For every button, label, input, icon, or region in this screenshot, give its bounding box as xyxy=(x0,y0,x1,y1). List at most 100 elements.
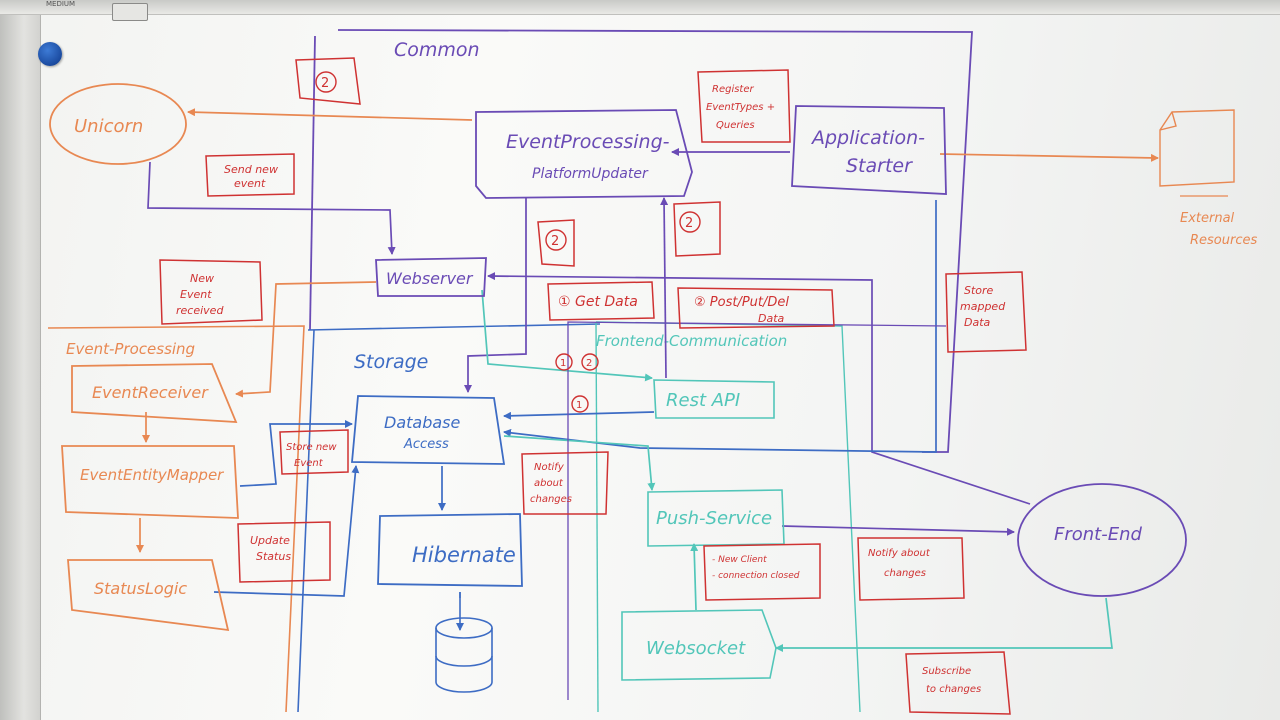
step-marker-2b: 2 xyxy=(581,353,599,371)
svg-text:Event: Event xyxy=(294,458,324,469)
front-end-node: Front-End xyxy=(1017,483,1187,597)
note-client-connection-events: - New Client - connection closed xyxy=(703,543,821,601)
svg-text:Queries: Queries xyxy=(716,120,755,131)
svg-text:External: External xyxy=(1180,211,1235,226)
websocket-node: Websocket xyxy=(621,609,777,681)
rest-api-node: Rest API xyxy=(653,379,775,419)
group-label-frontend-communication: Frontend-Communication xyxy=(596,332,787,350)
svg-text:2: 2 xyxy=(551,234,559,249)
svg-text:2: 2 xyxy=(586,358,592,369)
arrow-rest-api-to-database xyxy=(503,411,655,420)
arrow-database-to-push-service xyxy=(503,435,656,491)
arrow-platform-updater-to-unicorn xyxy=(187,108,473,121)
note-send-new-event: Send new event xyxy=(205,153,295,197)
arrow-application-starter-to-external-resources xyxy=(939,153,1159,162)
note-step2-right: 2 xyxy=(673,201,721,257)
svg-text:changes: changes xyxy=(884,568,926,579)
connections xyxy=(136,108,1159,700)
arrow-front-end-to-websocket xyxy=(775,597,1113,652)
svg-text:changes: changes xyxy=(530,494,572,505)
svg-text:EventTypes +: EventTypes + xyxy=(706,102,775,113)
svg-text:1: 1 xyxy=(560,358,566,369)
storage-boundary xyxy=(297,323,601,713)
push-service-node: Push-Service xyxy=(647,489,785,547)
svg-text:New: New xyxy=(190,272,214,285)
svg-text:about: about xyxy=(534,478,564,489)
svg-text:EventProcessing-: EventProcessing- xyxy=(506,131,670,153)
svg-text:Data: Data xyxy=(964,316,991,329)
svg-text:Notify about: Notify about xyxy=(868,548,931,559)
arrow-front-end-to-webserver xyxy=(487,272,1031,505)
event-processing-platform-updater-node: EventProcessing- PlatformUpdater xyxy=(475,109,693,199)
svg-text:received: received xyxy=(176,304,224,317)
svg-text:Hibernate: Hibernate xyxy=(412,543,516,567)
application-starter-node: Application- Starter xyxy=(791,105,947,195)
arrow-websocket-to-push-service xyxy=(690,543,699,611)
svg-text:1: 1 xyxy=(576,400,582,411)
note-post-put-del-data: ② Post/Put/Del Data xyxy=(677,287,835,329)
group-label-event-processing: Event-Processing xyxy=(66,340,195,358)
group-label-storage: Storage xyxy=(354,351,428,373)
svg-text:Push-Service: Push-Service xyxy=(656,508,772,529)
event-receiver-node: EventReceiver xyxy=(71,363,238,423)
svg-text:Websocket: Websocket xyxy=(646,638,746,659)
note-step2-mid: 2 xyxy=(537,219,575,267)
external-resources-node: External Resources xyxy=(1159,109,1257,248)
svg-text:PlatformUpdater: PlatformUpdater xyxy=(532,166,649,182)
note-register-event-types: Register EventTypes + Queries xyxy=(697,69,791,143)
hibernate-node: Hibernate xyxy=(377,513,523,587)
note-notify-about-changes-right: Notify about changes xyxy=(857,537,965,601)
svg-text:Status: Status xyxy=(256,550,291,563)
svg-text:Update: Update xyxy=(250,534,290,547)
svg-text:Data: Data xyxy=(758,312,785,325)
svg-text:① Get Data: ① Get Data xyxy=(558,294,638,310)
note-step2-top: 2 xyxy=(295,57,361,105)
svg-text:② Post/Put/Del: ② Post/Put/Del xyxy=(694,295,789,310)
status-logic-node: StatusLogic xyxy=(67,559,230,632)
note-notify-about-changes-left: Notify about changes xyxy=(521,451,609,515)
maker-tag: MEDIUM xyxy=(46,0,76,8)
database-access-node: Database Access xyxy=(351,395,506,465)
note-subscribe-to-changes: Subscribe to changes xyxy=(905,651,1011,715)
arrow-unicorn-to-webserver xyxy=(147,161,396,255)
database-cylinder-icon xyxy=(435,592,493,693)
group-label-common: Common xyxy=(394,39,480,61)
svg-text:2: 2 xyxy=(321,76,329,91)
arrow-webserver-to-event-receiver xyxy=(235,281,377,398)
svg-text:Application-: Application- xyxy=(810,127,925,149)
svg-text:event: event xyxy=(234,177,266,190)
svg-text:to changes: to changes xyxy=(926,684,981,695)
board-eraser xyxy=(112,3,148,21)
svg-text:Store new: Store new xyxy=(286,442,337,453)
svg-text:mapped: mapped xyxy=(960,300,1006,313)
line-store-mapped-data xyxy=(567,321,947,700)
svg-text:Database: Database xyxy=(384,413,461,432)
svg-text:Subscribe: Subscribe xyxy=(922,666,971,677)
whiteboard-frame-top xyxy=(0,0,1280,15)
svg-text:Access: Access xyxy=(403,437,449,452)
webserver-node: Webserver xyxy=(375,257,487,297)
event-entity-mapper-node: EventEntityMapper xyxy=(61,445,239,519)
note-store-mapped-data: Store mapped Data xyxy=(945,271,1027,353)
arrow-push-service-to-front-end xyxy=(781,525,1015,536)
svg-text:Notify: Notify xyxy=(534,462,565,473)
arrow-webserver-to-rest-api xyxy=(481,289,653,382)
svg-text:Starter: Starter xyxy=(846,155,913,177)
arrow-platform-updater-to-database xyxy=(464,198,527,393)
svg-text:Register: Register xyxy=(712,84,755,95)
note-get-data: ① Get Data xyxy=(547,281,655,321)
svg-text:EventEntityMapper: EventEntityMapper xyxy=(80,466,224,484)
svg-text:Webserver: Webserver xyxy=(386,269,474,288)
svg-text:- New Client: - New Client xyxy=(712,555,767,565)
note-update-status: Update Status xyxy=(237,521,331,583)
svg-text:Send new: Send new xyxy=(224,163,278,176)
svg-text:EventReceiver: EventReceiver xyxy=(92,383,209,402)
whiteboard-frame-left xyxy=(0,0,41,720)
svg-text:Resources: Resources xyxy=(1190,233,1257,248)
note-new-event-received: New Event received xyxy=(159,259,263,325)
svg-text:2: 2 xyxy=(685,216,693,231)
magnet-icon xyxy=(38,42,62,66)
arrow-status-logic-to-database xyxy=(213,465,360,597)
step-marker-1c: 1 xyxy=(571,395,589,413)
